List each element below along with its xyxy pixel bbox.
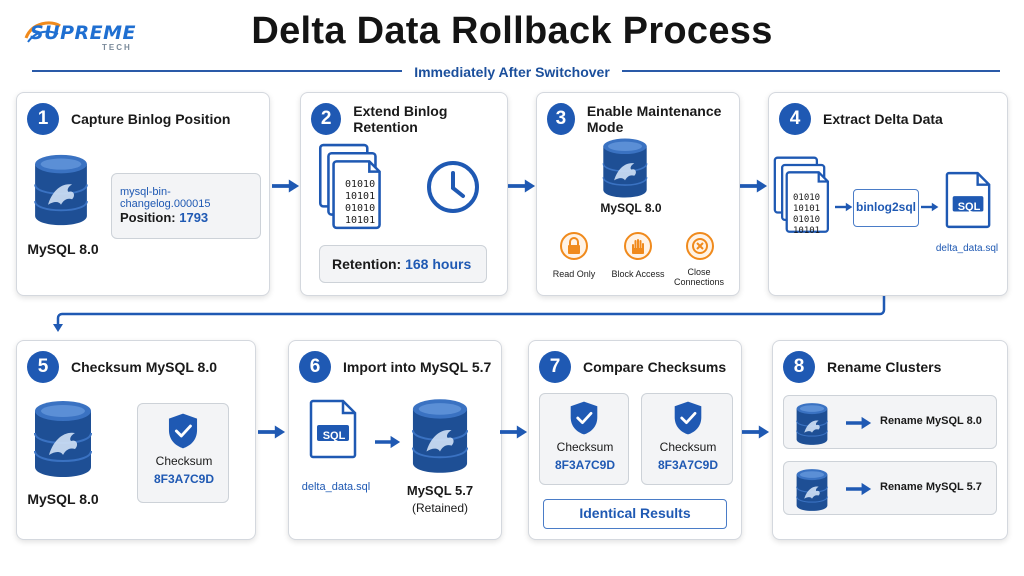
db-label: MySQL 8.0: [600, 201, 662, 215]
step-number: 2: [311, 103, 342, 135]
rename-label: Rename MySQL 5.7: [880, 481, 982, 493]
mode-close-connections: Close Connections: [673, 267, 725, 287]
retention-value: 168 hours: [405, 256, 472, 272]
arrow-2-3-icon: [508, 178, 536, 194]
step-5-card: 5 Checksum MySQL 8.0 MySQL 8.0 Checksum 8…: [16, 340, 256, 540]
subtitle: Immediately After Switchover: [0, 64, 1024, 82]
database-icon: [33, 153, 89, 227]
arrow-right-icon: [921, 201, 939, 213]
checksum-box: Checksum 8F3A7C9D: [641, 393, 733, 485]
hand-stop-icon: [624, 232, 652, 260]
sql-badge: SQL: [957, 201, 981, 213]
checksum-box: Checksum 8F3A7C9D: [539, 393, 629, 485]
arrow-1-2-icon: [272, 178, 300, 194]
binlog-file: mysql-bin-changelog.000015: [120, 186, 211, 210]
database-icon: [33, 399, 93, 479]
step-number: 4: [779, 103, 811, 135]
step-title: Compare Checksums: [583, 359, 727, 375]
retention-box: Retention: 168 hours: [319, 245, 487, 283]
checksum-box: Checksum 8F3A7C9D: [137, 403, 229, 503]
arrow-right-icon: [846, 482, 872, 496]
step-3-card: 3 Enable Maintenance Mode MySQL 8.0 Read …: [536, 92, 740, 296]
database-icon: [794, 402, 830, 446]
arrow-5-6-icon: [258, 424, 286, 440]
page-title: Delta Data Rollback Process: [251, 10, 773, 52]
logo-name: SUPREME: [30, 22, 137, 44]
mode-read-only: Read Only: [552, 269, 596, 279]
rename-row: Rename MySQL 8.0: [783, 395, 997, 449]
step-title: Checksum MySQL 8.0: [71, 359, 218, 375]
checksum-label: Checksum: [155, 454, 213, 468]
identical-results-badge: Identical Results: [543, 499, 727, 529]
shield-check-icon: [672, 400, 704, 436]
checksum-value: 8F3A7C9D: [153, 472, 215, 486]
sql-file-icon: [309, 399, 359, 459]
arrow-7-8-icon: [742, 424, 770, 440]
logo-swoosh-icon: [24, 21, 61, 43]
logo-sub: TECH: [102, 43, 132, 52]
db-label: MySQL 8.0: [27, 491, 99, 507]
position-value: 1793: [179, 210, 209, 225]
checksum-value: 8F3A7C9D: [554, 458, 616, 472]
step-title: Extract Delta Data: [823, 111, 943, 127]
sql-badge: SQL: [322, 430, 346, 442]
position-label: Position:: [120, 210, 176, 225]
logo: SUPREME TECH: [20, 14, 160, 54]
checksum-label: Checksum: [659, 440, 717, 454]
file-name: delta_data.sql: [935, 243, 999, 254]
shield-check-icon: [166, 412, 200, 450]
shield-check-icon: [568, 400, 600, 436]
step-number: 5: [27, 351, 59, 383]
database-icon: [794, 468, 830, 512]
checksum-label: Checksum: [556, 440, 614, 454]
arrow-right-icon: [846, 416, 872, 430]
arrow-right-icon: [375, 435, 401, 449]
step-8-card: 8 Rename Clusters Rename MySQL 8.0 Rename…: [772, 340, 1008, 540]
rename-row: Rename MySQL 5.7: [783, 461, 997, 515]
mode-block-access: Block Access: [611, 269, 665, 279]
binlog-info-box: mysql-bin-changelog.000015 Position: 179…: [111, 173, 261, 239]
retention-label: Retention:: [332, 256, 402, 272]
step-number: 8: [783, 351, 815, 383]
sql-file-icon: [945, 171, 993, 229]
step-title: Extend Binlog Retention: [353, 103, 448, 135]
database-icon: [597, 137, 653, 199]
db-label: MySQL 5.7: [406, 483, 474, 498]
step-title: Import into MySQL 5.7: [343, 359, 492, 375]
arrow-6-7-icon: [500, 424, 528, 440]
step-number: 1: [27, 103, 59, 135]
close-circle-icon: [686, 232, 714, 260]
step-number: 3: [547, 103, 575, 135]
arrow-3-4-icon: [740, 178, 768, 194]
step-7-card: 7 Compare Checksums Checksum 8F3A7C9D Che…: [528, 340, 742, 540]
file-name: delta_data.sql: [301, 481, 371, 493]
step-title: Rename Clusters: [827, 359, 942, 375]
step-number: 7: [539, 351, 571, 383]
step-number: 6: [299, 351, 331, 383]
checksum-value: 8F3A7C9D: [657, 458, 719, 472]
db-label: MySQL 8.0: [27, 241, 99, 257]
database-icon: [411, 397, 469, 475]
rename-label: Rename MySQL 8.0: [880, 415, 982, 427]
lock-icon: [560, 232, 588, 260]
db-sub: (Retained): [411, 501, 469, 515]
step-1-card: 1 Capture Binlog Position MySQL 8.0 mysql…: [16, 92, 270, 296]
step-title: Enable Maintenance Mode: [586, 103, 722, 135]
row-connector-icon: [53, 296, 886, 332]
tool-binlog2sql: binlog2sql: [853, 189, 919, 227]
step-title: Capture Binlog Position: [71, 111, 231, 127]
clock-icon: [427, 161, 479, 213]
arrow-right-icon: [835, 201, 853, 213]
step-6-card: 6 Import into MySQL 5.7 SQL delta_data.sq…: [288, 340, 502, 540]
